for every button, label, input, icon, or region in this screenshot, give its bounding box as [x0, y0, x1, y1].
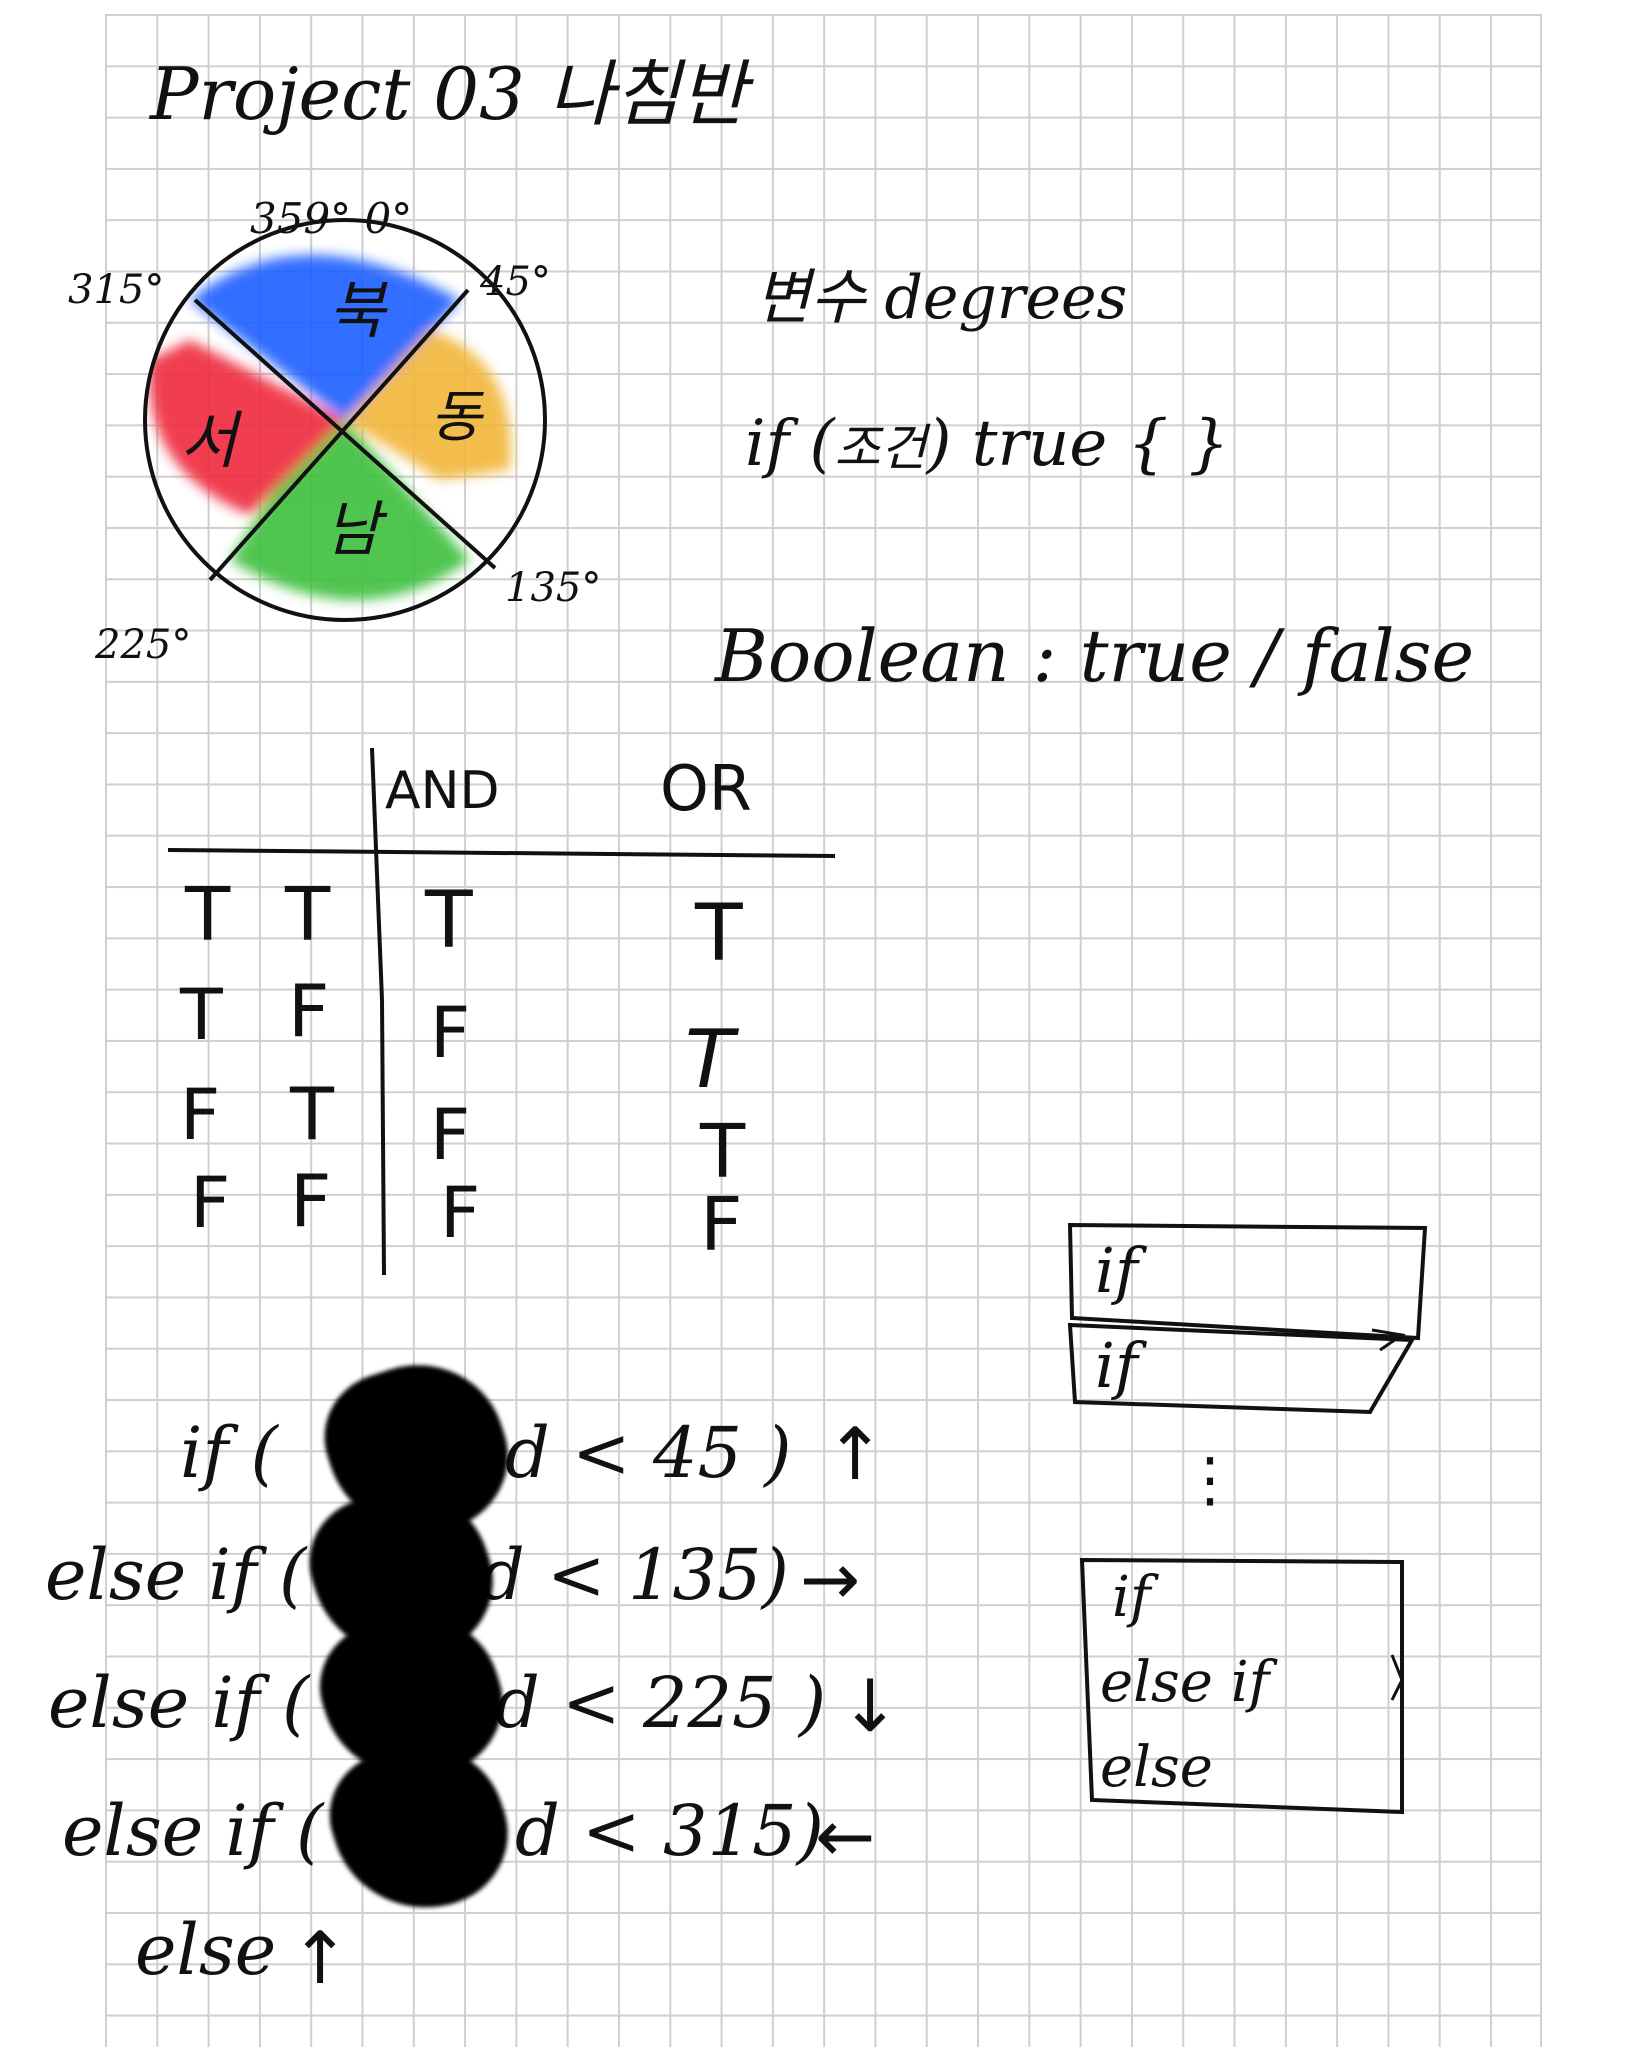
compass-sector-east — [345, 330, 511, 480]
code-line-5-arrow: ↑ — [290, 1916, 351, 2000]
angle-label-top-left: 315° — [68, 267, 165, 313]
truth-cell-a-2: T — [180, 974, 223, 1056]
angle-label-top-right: 45° — [480, 259, 551, 305]
diagram-ellipsis: ⋮ — [1180, 1445, 1240, 1515]
diagram-chain-else-if: else if — [1100, 1650, 1270, 1715]
page-title: Project 03 나침반 — [150, 52, 747, 136]
angle-label-top: 359° 0° — [250, 194, 413, 243]
compass-label-east: 동 — [430, 385, 482, 450]
truth-cell-or-2: T — [685, 1013, 734, 1106]
code-line-4-arrow: ← — [815, 1794, 876, 1878]
truth-cell-b-1: T — [285, 872, 331, 958]
truth-cell-b-4: F — [290, 1159, 332, 1243]
truth-cell-b-3: T — [290, 1072, 334, 1156]
code-line-3-arrow: ↓ — [840, 1664, 901, 1748]
truth-header-and: AND — [385, 761, 500, 821]
truth-header-or: OR — [660, 752, 752, 825]
code-line-2-condition: d < 135) — [480, 1534, 789, 1616]
code-line-1-arrow: ↑ — [825, 1412, 886, 1496]
diagram-top-box-1-label: if — [1095, 1234, 1138, 1307]
note-if-line: if (조건) true { } — [745, 412, 1229, 476]
compass-sector-north — [190, 255, 460, 420]
compass-line-nw-se — [193, 298, 497, 570]
diagram-chain-else: else — [1100, 1735, 1213, 1800]
code-line-3-condition: d < 225 ) — [495, 1662, 827, 1744]
truth-cell-and-4: F — [440, 1172, 481, 1254]
code-line-2-prefix: else if ( — [45, 1534, 307, 1616]
note-if-prefix: if ( — [745, 407, 835, 481]
note-if-condition: 조건 — [834, 419, 927, 477]
code-line-1-prefix: if ( — [180, 1412, 278, 1494]
code-line-4-prefix: else if ( — [62, 1790, 324, 1872]
truth-cell-a-1: T — [185, 872, 231, 958]
code-line-4-condition: d < 315) — [515, 1790, 824, 1872]
truth-cell-or-1: T — [695, 889, 743, 979]
code-line-2-arrow: → — [800, 1537, 861, 1621]
compass-label-west: 서 — [180, 404, 238, 477]
compass-sector-west — [149, 340, 345, 515]
compass-sector-south — [230, 420, 470, 600]
angle-label-bottom-right: 135° — [505, 565, 602, 611]
compass-line-ne-sw — [208, 288, 470, 582]
compass-label-south: 남 — [325, 495, 381, 565]
diagram-chain-if: if — [1112, 1565, 1151, 1630]
note-variable: 변수 degrees — [755, 263, 1128, 333]
note-boolean: Boolean : true / false — [715, 614, 1475, 698]
compass-label-north: 북 — [328, 274, 386, 347]
note-if-suffix: ) true { } — [926, 407, 1230, 481]
truth-cell-or-4: F — [700, 1182, 743, 1268]
truth-cell-b-2: F — [288, 969, 330, 1053]
compass-circle — [143, 218, 547, 622]
truth-cell-and-2: F — [430, 992, 471, 1074]
truth-cell-or-3: T — [700, 1109, 746, 1195]
truth-cell-and-1: T — [425, 876, 473, 966]
truth-cell-a-3: F — [180, 1074, 221, 1156]
truth-cell-and-3: F — [430, 1094, 471, 1176]
code-line-1-condition: d < 45 ) — [505, 1412, 792, 1494]
code-line-3-prefix: else if ( — [48, 1662, 310, 1744]
truth-cell-a-4: F — [190, 1162, 231, 1244]
diagram-top-box-2-label: if — [1095, 1329, 1138, 1402]
angle-label-bottom-left: 225° — [95, 622, 192, 668]
code-line-5-prefix: else — [135, 1909, 277, 1991]
